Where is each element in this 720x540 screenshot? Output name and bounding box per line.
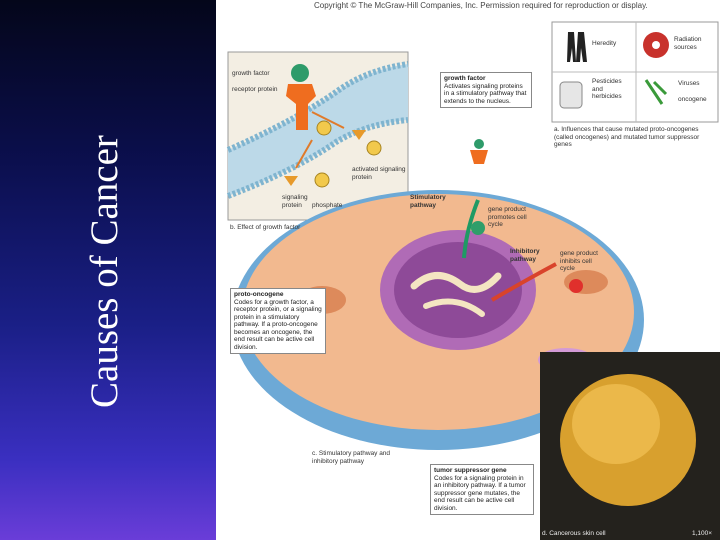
- virus-icon: [644, 79, 668, 105]
- activation-arrow-2: [295, 139, 313, 169]
- activation-arrow-1: [311, 111, 345, 129]
- membrane-inner-layer: [226, 117, 409, 199]
- promoting-gene-product: [471, 221, 485, 235]
- label-signaling-protein: signaling protein: [282, 194, 308, 209]
- label-receptor-protein: receptor protein: [232, 86, 278, 93]
- caption-panel-a: a. Influences that cause mutated proto-o…: [554, 126, 700, 148]
- growth-factor-callout-heading: growth factor: [444, 75, 486, 82]
- proto-oncogene-callout: proto-oncogene Codes for a growth factor…: [230, 288, 326, 354]
- title-panel: Causes of Cancer: [0, 0, 216, 540]
- magnification-label: 1,100×: [692, 530, 713, 537]
- cancer-causes-figure: Copyright © The McGraw-Hill Companies, I…: [216, 0, 720, 540]
- dna-strand-1: [410, 272, 502, 293]
- growth-factor-molecule: [291, 64, 309, 82]
- label-oncogene: oncogene: [678, 96, 707, 103]
- receptor-protein: [286, 84, 316, 130]
- phosphate-p1: [316, 120, 332, 136]
- signaling-protein-1: [352, 130, 366, 140]
- label-stimulatory-pathway: Stimulatory pathway: [410, 194, 446, 209]
- signaling-protein-2: [284, 176, 298, 186]
- phosphate-p3: [314, 172, 330, 188]
- inhibiting-gene-product: [569, 279, 583, 293]
- growth-factor-callout: growth factor Activates signaling protei…: [440, 72, 532, 108]
- heredity-icon: [567, 32, 576, 62]
- label-activated-signaling-protein: activated signaling protein: [352, 166, 406, 181]
- pesticide-icon: [559, 81, 583, 109]
- label-pesticides: Pesticides and herbicides: [592, 78, 622, 100]
- stimulatory-arrow: [462, 199, 480, 259]
- proto-oncogene-callout-text: Codes for a growth factor, a receptor pr…: [234, 298, 322, 351]
- cancer-cell-highlight: [572, 384, 660, 464]
- proto-oncogene-callout-heading: proto-oncogene: [234, 291, 284, 298]
- membrane-outer-layer: [226, 61, 409, 153]
- phosphate-p2: [366, 140, 382, 156]
- caption-panel-c: c. Stimulatory pathway and inhibitory pa…: [312, 450, 391, 465]
- label-gene-promotes: gene product promotes cell cycle: [488, 206, 527, 228]
- copyright-notice: Copyright © The McGraw-Hill Companies, I…: [314, 1, 648, 10]
- caption-panel-b: b. Effect of growth factor: [230, 224, 301, 231]
- growth-factor-callout-text: Activates signaling proteins in a stimul…: [444, 82, 527, 105]
- tumor-suppressor-callout: tumor suppressor gene Codes for a signal…: [430, 464, 534, 515]
- tumor-suppressor-callout-heading: tumor suppressor gene: [434, 467, 507, 474]
- inhibitory-arrow: [490, 262, 557, 302]
- surface-receptor: [470, 150, 488, 164]
- label-gene-inhibits: gene product inhibits cell cycle: [560, 250, 598, 272]
- label-inhibitory-pathway: Inhibitory pathway: [510, 248, 540, 263]
- caption-panel-d: d. Cancerous skin cell: [542, 530, 606, 537]
- label-growth-factor: growth factor: [232, 70, 270, 77]
- label-radiation: Radiation sources: [674, 36, 702, 51]
- dna-strand-2: [423, 298, 485, 317]
- label-phosphate: phosphate: [312, 202, 343, 209]
- tumor-suppressor-callout-text: Codes for a signaling protein in an inhi…: [434, 474, 526, 512]
- surface-growth-factor: [474, 139, 484, 149]
- nucleus-inner: [394, 242, 522, 338]
- label-viruses: Viruses: [678, 80, 700, 87]
- slide-title: Causes of Cancer: [83, 135, 126, 408]
- figure-illustration: [226, 21, 720, 540]
- label-heredity: Heredity: [592, 40, 617, 47]
